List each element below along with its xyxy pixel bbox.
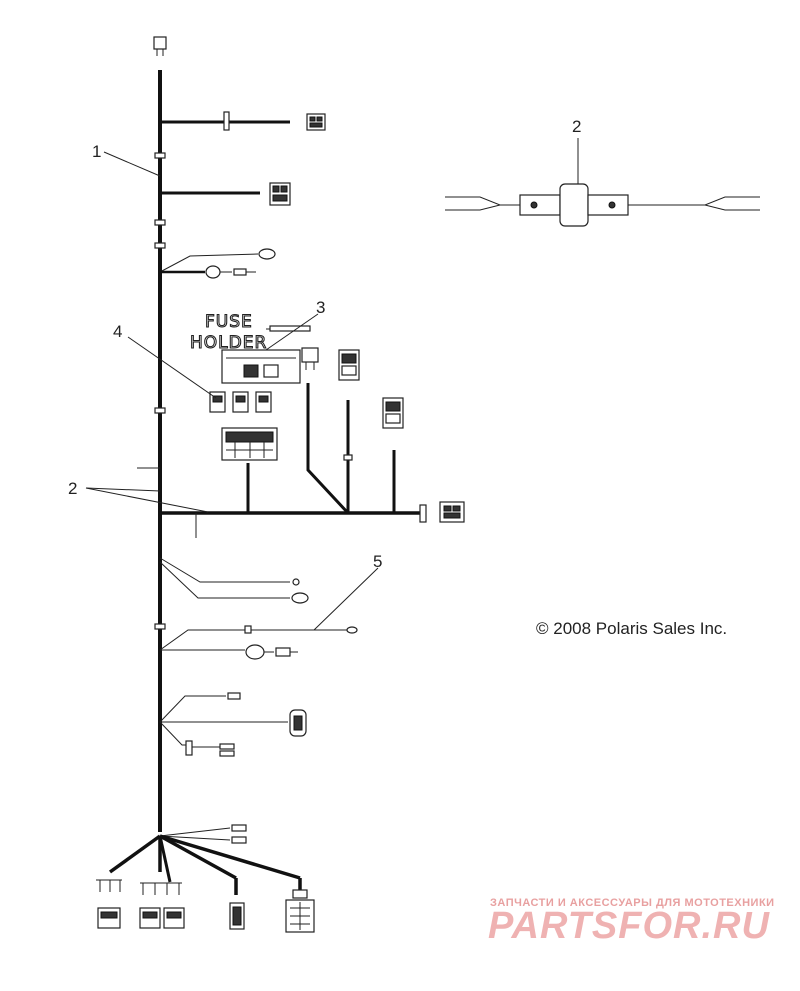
branch-second-connector <box>160 182 291 206</box>
branch-lower-wires-a <box>159 557 309 604</box>
branch-lower-wires-c <box>159 692 307 757</box>
relay-icon <box>301 347 319 370</box>
callout-3: 3 <box>316 298 325 317</box>
top-terminal-icon <box>153 36 167 56</box>
callout-1: 1 <box>92 142 101 161</box>
callout-2-detail: 2 <box>572 117 581 136</box>
callout-numbers: 1 2 2 3 4 5 <box>68 117 581 571</box>
bottom-fanout <box>96 824 315 933</box>
callout-leaders <box>85 138 579 631</box>
callout-2-harness: 2 <box>68 479 77 498</box>
connector-icon <box>338 349 360 381</box>
callout-4: 4 <box>113 322 122 341</box>
connector-icon <box>269 182 291 206</box>
watermark-tagline: ЗАПЧАСТИ И АКСЕССУАРЫ ДЛЯ МОТОТЕХНИКИ <box>490 897 775 909</box>
svg-text:HOLDER: HOLDER <box>190 333 267 353</box>
fuse-holder-box <box>221 325 311 384</box>
connector-icon <box>439 501 465 523</box>
connector-icon <box>285 889 315 933</box>
connector-icon <box>163 907 185 929</box>
branch-ring-terminals <box>159 248 276 279</box>
copyright-notice: © 2008 Polaris Sales Inc. <box>536 619 728 638</box>
connector-icon <box>382 397 404 429</box>
connector-icon <box>306 113 326 131</box>
part-2-detail-connector <box>445 183 760 227</box>
connector-icon <box>97 907 121 929</box>
fuse-holder-label: FUSE HOLDER <box>189 311 267 353</box>
svg-text:FUSE: FUSE <box>205 312 253 332</box>
harness-clips <box>154 152 166 630</box>
connector-icon <box>139 907 161 929</box>
branch-lower-wires-b <box>159 625 358 660</box>
fuse-block-connector <box>221 427 278 461</box>
callout-5: 5 <box>373 552 382 571</box>
watermark-brand-logo: PARTSFOR.RU <box>488 905 770 947</box>
branch-middle-harness <box>137 383 465 538</box>
fuses-group <box>209 391 272 413</box>
connector-icon <box>229 902 245 930</box>
branch-top-connector <box>160 111 326 131</box>
